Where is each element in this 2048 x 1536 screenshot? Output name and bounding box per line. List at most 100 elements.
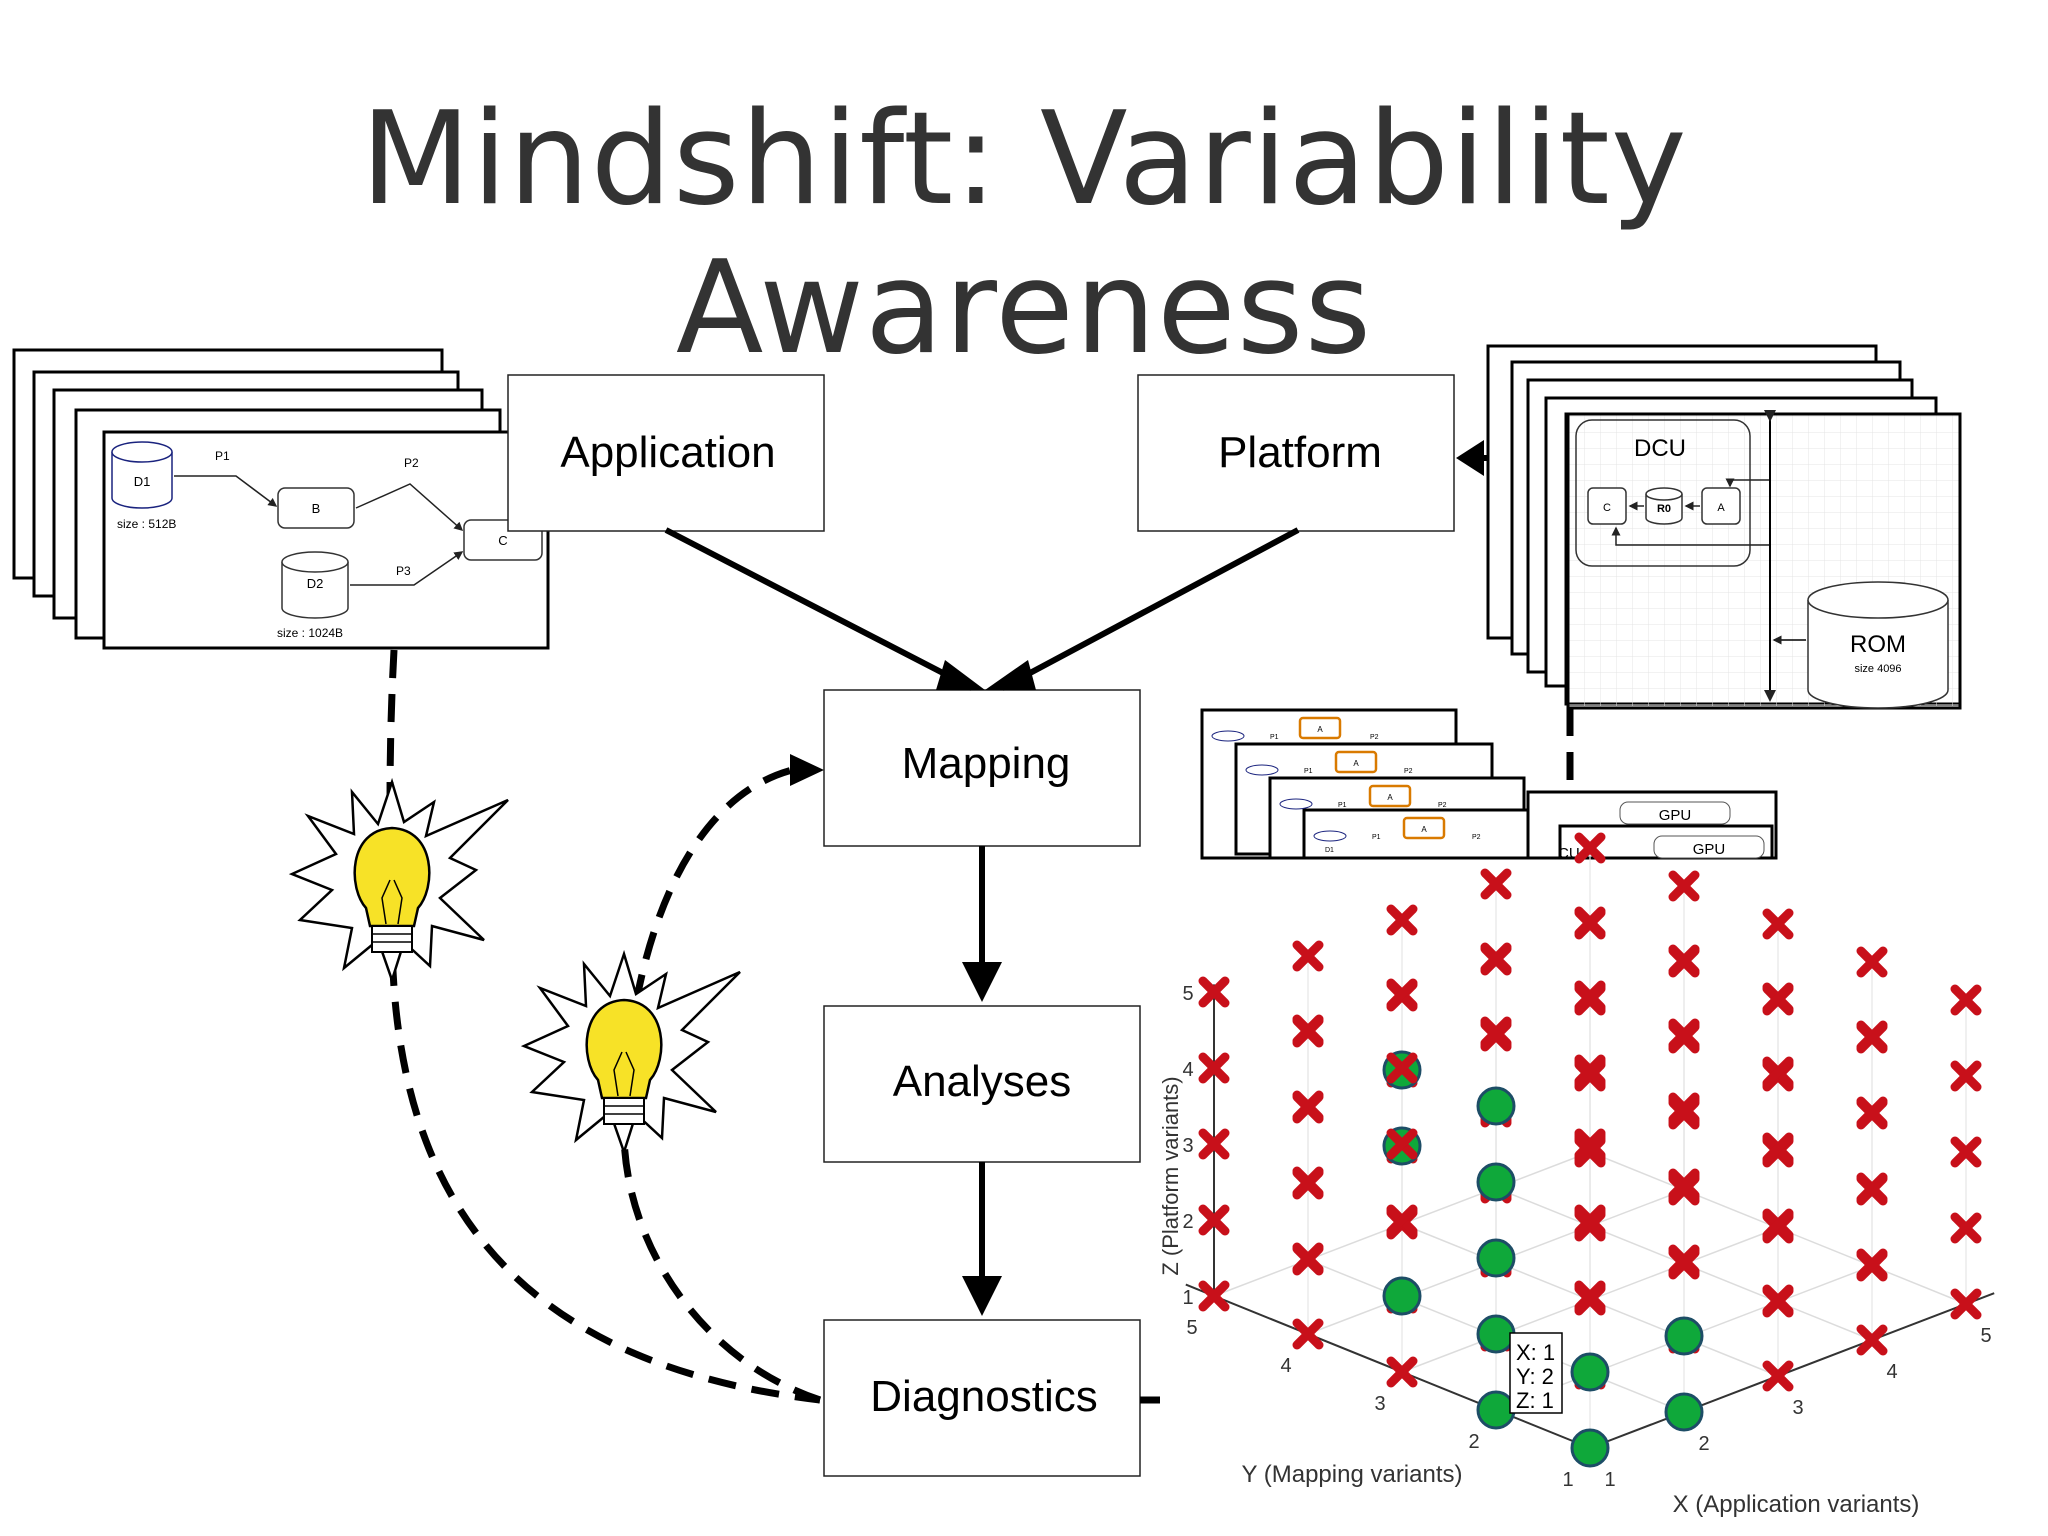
invalid-point (1668, 944, 1700, 976)
mapping-thumb-edge: P2 (1472, 834, 1481, 841)
arrowhead (962, 962, 1002, 1002)
z-tick-label: 4 (1182, 1059, 1193, 1081)
z-tick-label: 2 (1182, 1211, 1193, 1233)
valid-point (1664, 1316, 1704, 1356)
invalid-point (1574, 1128, 1606, 1160)
invalid-point (1762, 982, 1794, 1014)
app-edge-label: P2 (404, 456, 419, 470)
invalid-point (1292, 940, 1324, 972)
plat-node-a (1701, 487, 1741, 525)
invalid-point (1386, 1204, 1418, 1236)
valid-point (1382, 1276, 1422, 1316)
arrowhead (790, 754, 824, 786)
invalid-point (1856, 1172, 1888, 1204)
x-tick-label: 1 (1604, 1469, 1615, 1491)
application-label: Application (560, 428, 775, 477)
invalid-point (1386, 1128, 1418, 1160)
invalid-point (1574, 1204, 1606, 1236)
arrowhead (962, 1276, 1002, 1316)
mapping-box: Mapping (823, 689, 1141, 847)
valid-point (1476, 1162, 1516, 1202)
slide-title: Mindshift: Variability Awareness (360, 85, 1688, 383)
y-tick-label: 2 (1468, 1431, 1479, 1453)
invalid-point (1292, 1090, 1324, 1122)
x-axis (1589, 1292, 1995, 1449)
y-tick-label: 3 (1374, 1393, 1385, 1415)
x-tick-label: 3 (1792, 1397, 1803, 1419)
platform-box: Platform (1137, 374, 1455, 532)
invalid-point (1950, 984, 1982, 1016)
x-axis-label: X (Application variants) (1673, 1491, 1920, 1518)
y-tick-label: 5 (1186, 1317, 1197, 1339)
invalid-point (1480, 942, 1512, 974)
plat-edge (1611, 526, 1770, 546)
app-edge-p3 (350, 551, 464, 586)
diagnostics-box: Diagnostics (823, 1319, 1141, 1477)
platform-label: Platform (1218, 428, 1382, 477)
invalid-point (1198, 1280, 1230, 1312)
rom-cylinder (1807, 581, 1949, 709)
invalid-point (1480, 1016, 1512, 1048)
y-axis (1185, 1283, 1591, 1449)
mapping-thumb-edge: P2 (1370, 734, 1379, 741)
invalid-point (1762, 1360, 1794, 1392)
invalid-point (1668, 870, 1700, 902)
datatip-z: Z: 1 (1516, 1388, 1554, 1413)
dcu-label: DCU (1634, 435, 1686, 462)
plat-node-label: A (1717, 502, 1725, 514)
datatip-x: X: 1 (1516, 1340, 1555, 1365)
mapping-thumb-row: A P1 P2 (1211, 716, 1379, 742)
app-cylinder-d2: D2 (281, 551, 349, 619)
plat-cylinder-r0: R0 (1645, 487, 1683, 525)
invalid-point (1292, 1166, 1324, 1198)
invalid-point (1950, 1288, 1982, 1320)
invalid-point (1574, 1054, 1606, 1086)
app-node-label: B (312, 501, 321, 516)
arrowhead (985, 660, 1036, 690)
analyses-label: Analyses (893, 1057, 1072, 1106)
application-box: Application (507, 374, 825, 532)
app-edge-label: P3 (396, 564, 411, 578)
y-axis-label: Y (Mapping variants) (1242, 1461, 1463, 1488)
invalid-point (1668, 1092, 1700, 1124)
valid-point (1476, 1238, 1516, 1278)
application-model-stack: D1 size : 512B B C D2 size : 1024B P1 P2… (12, 348, 550, 650)
x-tick-label: 2 (1698, 1433, 1709, 1455)
mapping-thumbnails: A P1 P2 A P1 P2 A P1 P2 A (1200, 708, 1778, 862)
mapping-thumb-edge: P1 (1304, 768, 1313, 775)
z-tick-label: 5 (1182, 983, 1193, 1005)
invalid-point (1762, 1208, 1794, 1240)
mapping-thumb-row: A P1 P2 (1279, 784, 1447, 810)
invalid-point (1950, 1060, 1982, 1092)
mapping-thumb-node: A (1387, 793, 1393, 802)
invalid-point (1856, 1248, 1888, 1280)
invalid-point (1668, 1168, 1700, 1200)
plat-node-label: R0 (1657, 503, 1671, 515)
app-size-label: size : 1024B (277, 626, 343, 640)
application-to-mapping-arrow (664, 527, 974, 691)
platform-model-stack: DCU C R0 A ROM size 4096 (1486, 344, 1962, 710)
plat-node-label: C (1603, 502, 1611, 514)
invalid-point (1950, 1136, 1982, 1168)
invalid-point (1762, 1132, 1794, 1164)
valid-point (1476, 1086, 1516, 1126)
mapping-thumb-edge: P1 (1338, 802, 1347, 809)
dcu-container (1575, 419, 1751, 567)
invalid-point (1762, 1284, 1794, 1316)
app-edge-p2 (355, 483, 464, 531)
app-size-label: size : 512B (117, 517, 176, 531)
lightbulb-icon (520, 949, 741, 1156)
diagnostics-label: Diagnostics (870, 1372, 1097, 1421)
invalid-point (1386, 904, 1418, 936)
mapping-thumb-edge: P1 (1372, 834, 1381, 841)
valid-point (1476, 1390, 1516, 1430)
invalid-point (1856, 1096, 1888, 1128)
datatip: X: 1 Y: 2 Z: 1 (1509, 1332, 1563, 1414)
x-tick-label: 4 (1886, 1361, 1897, 1383)
gpu-label: GPU (1659, 807, 1692, 824)
app-edge-p1 (174, 475, 278, 507)
mapping-label: Mapping (902, 739, 1071, 788)
invalid-point (1856, 1324, 1888, 1356)
